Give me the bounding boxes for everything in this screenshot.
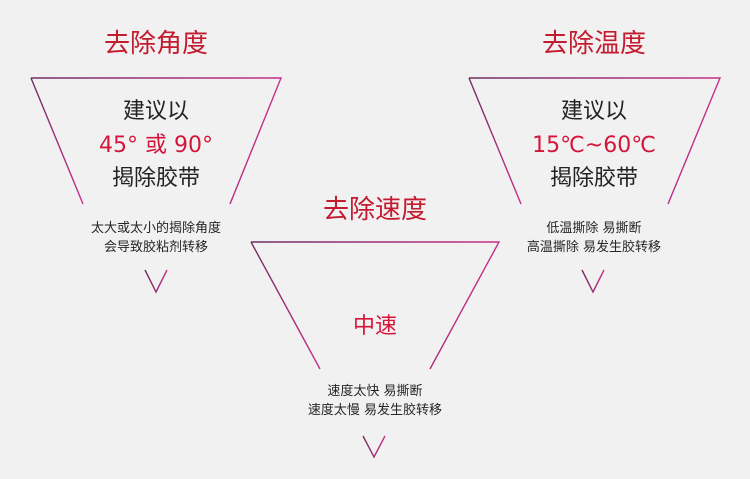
angle-funnel-left-edge xyxy=(30,77,84,205)
speed-funnel-left-edge xyxy=(250,241,321,370)
temperature-line3: 揭除胶带 xyxy=(549,166,639,191)
angle-line2: 45° 或 90° xyxy=(99,133,213,158)
temperature-chevron-down-icon xyxy=(581,269,605,294)
angle-note1: 太大或太小的揭除角度 xyxy=(90,221,222,236)
speed-chevron-down-icon xyxy=(362,435,386,459)
angle-funnel-outline xyxy=(31,77,283,205)
speed-note2: 速度太慢 易发生胶转移 xyxy=(307,403,443,418)
speed-line1: 中速 xyxy=(352,314,398,339)
temperature-note1: 低温撕除 易撕断 xyxy=(546,221,642,236)
angle-title: 去除角度 xyxy=(103,29,209,59)
angle-note2: 会导致胶粘剂转移 xyxy=(103,240,209,255)
angle-chevron-down-icon xyxy=(144,269,168,294)
temperature-funnel-left-edge xyxy=(468,77,522,205)
temperature-title: 去除温度 xyxy=(541,29,647,59)
speed-title: 去除速度 xyxy=(322,195,428,225)
speed-funnel-outline xyxy=(251,241,501,370)
temperature-note2: 高温撕除 易发生胶转移 xyxy=(526,240,662,255)
angle-line1: 建议以 xyxy=(122,99,190,124)
temperature-line2: 15℃~60℃ xyxy=(532,133,656,158)
temperature-line1: 建议以 xyxy=(560,99,628,124)
speed-note1: 速度太快 易撕断 xyxy=(327,384,423,399)
angle-line3: 揭除胶带 xyxy=(111,166,201,191)
temperature-funnel-outline xyxy=(469,77,722,205)
